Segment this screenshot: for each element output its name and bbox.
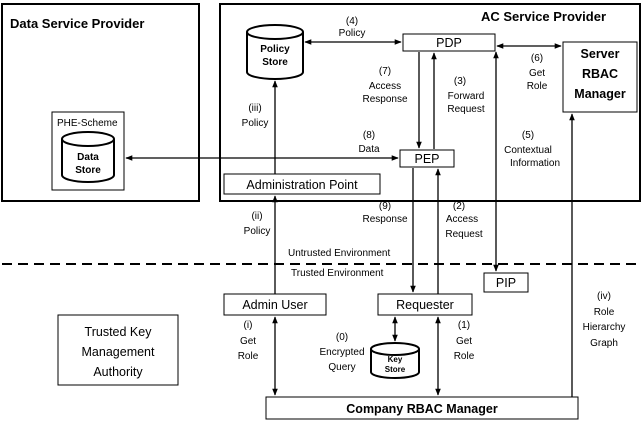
policy-store-cylinder (246, 24, 304, 80)
key-store-label-line1: Key (388, 355, 403, 364)
edge-iv-text-2: Hierarchy (583, 322, 626, 333)
edge-0-text-1: Encrypted (319, 347, 364, 358)
pdp-box (402, 33, 496, 52)
edge-9-text: Response (362, 214, 407, 225)
edge-5-text-1: Contextual (504, 145, 552, 156)
edge-2-number: (2) (453, 201, 465, 212)
edge-0-number: (0) (336, 332, 348, 343)
key-store-label-line2: Store (385, 365, 406, 374)
pep-box (399, 149, 455, 168)
edge-1-text-2: Role (454, 351, 475, 362)
tkma-label-line2: Management (82, 345, 155, 359)
edge-iv-text-1: Role (594, 307, 615, 318)
administration-point-box (223, 173, 381, 195)
policy-store-label-line2: Store (262, 57, 288, 68)
server-rbac-label-line2: RBAC (582, 67, 618, 81)
trusted-environment-label: Trusted Environment (291, 268, 384, 279)
edge-2-text-1: Access (446, 214, 478, 225)
edge-1-text-1: Get (456, 336, 472, 347)
phe-scheme-box (51, 111, 125, 191)
edge-iii-number: (iii) (248, 103, 261, 114)
edge-ii-text: Policy (244, 226, 271, 237)
server-rbac-manager-box (562, 41, 638, 113)
edge-5-number: (5) (522, 130, 534, 141)
requester-label: Requester (396, 298, 454, 312)
edge-0-text-2: Query (328, 362, 355, 373)
edge-7-number: (7) (379, 66, 391, 77)
edge-iv-number: (iv) (597, 291, 611, 302)
edge-arrows (125, 39, 575, 397)
ac-service-provider-region (219, 3, 641, 202)
edge-7-text-2: Response (362, 94, 407, 105)
trusted-key-management-box (57, 314, 179, 386)
requester-box (377, 293, 473, 316)
phe-scheme-label: PHE-Scheme (57, 118, 118, 129)
company-rbac-label: Company RBAC Manager (346, 402, 498, 416)
edge-3-text-1: Forward (448, 91, 485, 102)
edge-i-text-1: Get (240, 336, 256, 347)
edge-6-text-2: Role (527, 81, 548, 92)
pdp-label: PDP (436, 36, 462, 50)
untrusted-environment-label: Untrusted Environment (288, 248, 390, 259)
edge-9-number: (9) (379, 201, 391, 212)
edge-3-text-2: Request (447, 104, 484, 115)
edge-i-text-2: Role (238, 351, 259, 362)
data-store-label-line1: Data (77, 152, 99, 163)
data-service-provider-title: Data Service Provider (10, 16, 144, 31)
edge-8-text: Data (358, 144, 380, 155)
edge-i-number: (i) (244, 320, 253, 331)
edge-5-text-2: Information (510, 158, 560, 169)
pip-label: PIP (496, 276, 516, 290)
admin-user-label: Admin User (242, 298, 307, 312)
edge-iii-text: Policy (242, 118, 269, 129)
data-store-cylinder (61, 131, 115, 183)
server-rbac-label-line3: Manager (574, 87, 626, 101)
edge-4-text: Policy (339, 28, 366, 39)
key-store-cylinder (370, 342, 420, 379)
administration-point-label: Administration Point (246, 178, 358, 192)
edge-ii-number: (ii) (251, 211, 262, 222)
edge-1-number: (1) (458, 320, 470, 331)
pip-box (483, 272, 529, 293)
edge-4-number: (4) (346, 16, 358, 27)
edge-6-text-1: Get (529, 68, 545, 79)
edge-2-text-2: Request (445, 229, 482, 240)
company-rbac-manager-box (265, 396, 579, 420)
pep-label: PEP (414, 152, 439, 166)
ac-service-provider-title: AC Service Provider (481, 9, 606, 24)
policy-store-label-line1: Policy (260, 44, 290, 55)
edge-iv-text-3: Graph (590, 338, 618, 349)
edge-8-number: (8) (363, 130, 375, 141)
edge-7-text-1: Access (369, 81, 401, 92)
data-store-label-line2: Store (75, 165, 101, 176)
tkma-label-line3: Authority (93, 365, 143, 379)
server-rbac-label-line1: Server (581, 47, 620, 61)
data-service-provider-region (1, 3, 200, 202)
edge-3-number: (3) (454, 76, 466, 87)
tkma-label-line1: Trusted Key (85, 325, 153, 339)
edge-6-number: (6) (531, 53, 543, 64)
